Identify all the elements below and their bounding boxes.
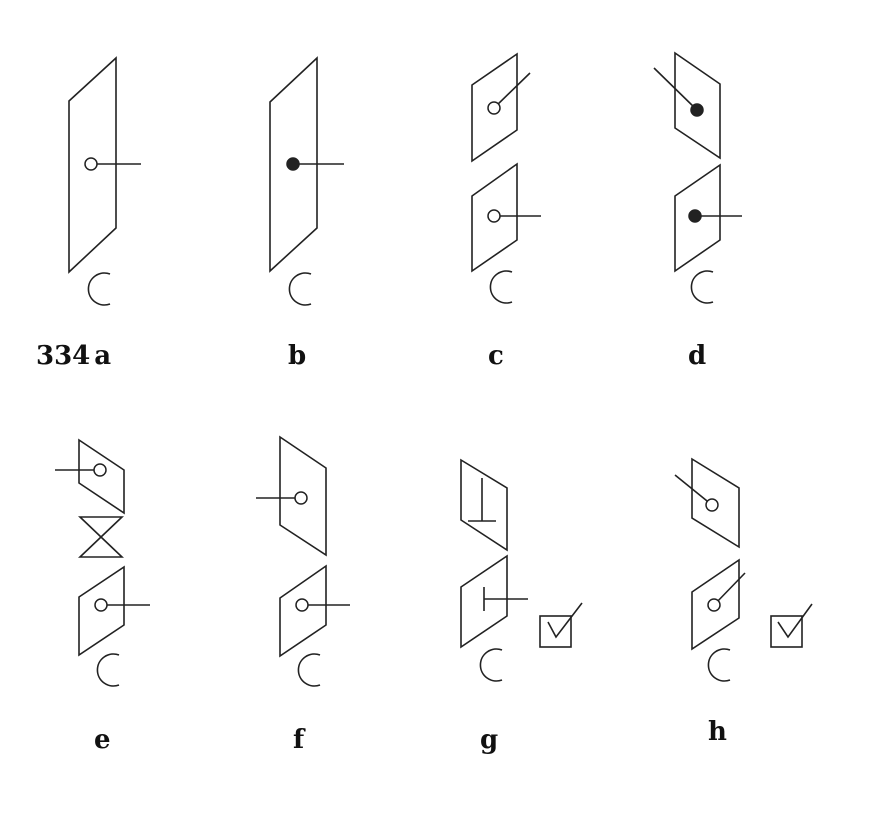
filled-dot <box>688 209 702 223</box>
open-dot <box>295 598 309 612</box>
check-mark <box>547 602 583 639</box>
stick <box>493 72 531 109</box>
c-arc <box>96 653 120 687</box>
small-square <box>770 615 803 648</box>
lower-parallelogram <box>460 554 508 649</box>
c-arc <box>297 653 321 687</box>
lower-parallelogram <box>279 564 327 658</box>
stick <box>713 572 746 606</box>
panel-e: e <box>55 438 150 755</box>
panel-d: d <box>653 51 742 371</box>
upper-parallelogram <box>460 458 508 552</box>
open-dot <box>487 101 501 115</box>
panel-h: h <box>674 457 813 747</box>
filled-dot <box>690 103 704 117</box>
upper-parallelogram <box>78 438 125 515</box>
c-arc <box>479 648 503 682</box>
open-dot <box>93 463 107 477</box>
lower-parallelogram <box>674 163 721 273</box>
upper-parallelogram <box>471 52 518 163</box>
panel-label-c: c <box>488 341 504 371</box>
lower-parallelogram <box>78 565 125 657</box>
panel-g: g <box>460 458 583 755</box>
panel-c: c <box>471 52 541 371</box>
tall-parallelogram <box>68 56 117 274</box>
open-dot <box>705 498 719 512</box>
upper-parallelogram <box>691 457 740 549</box>
open-dot <box>84 157 98 171</box>
panel-label-e: e <box>94 725 111 755</box>
panel-f: f <box>256 435 350 755</box>
open-dot <box>487 209 501 223</box>
panel-label-d: d <box>688 341 706 371</box>
tall-parallelogram <box>269 56 318 273</box>
upper-parallelogram <box>279 435 327 557</box>
panel-b: b <box>269 56 344 371</box>
c-arc <box>489 270 513 304</box>
c-arc <box>87 272 111 306</box>
small-square <box>539 615 572 648</box>
panel-label-g: g <box>480 725 498 755</box>
open-dot <box>94 598 108 612</box>
open-dot <box>294 491 308 505</box>
upper-parallelogram <box>674 51 721 160</box>
bowtie <box>78 516 124 558</box>
c-arc <box>690 270 714 304</box>
lower-parallelogram <box>471 162 518 273</box>
c-arc <box>288 272 312 306</box>
lower-parallelogram <box>691 558 740 651</box>
open-dot <box>707 598 721 612</box>
filled-dot <box>286 157 300 171</box>
stick <box>674 474 713 506</box>
stick <box>653 67 698 111</box>
panel-label-f: f <box>293 725 306 755</box>
check-mark <box>777 603 813 639</box>
c-arc <box>707 648 731 682</box>
panel-label-b: b <box>288 341 306 371</box>
panel-label-h: h <box>708 717 727 747</box>
